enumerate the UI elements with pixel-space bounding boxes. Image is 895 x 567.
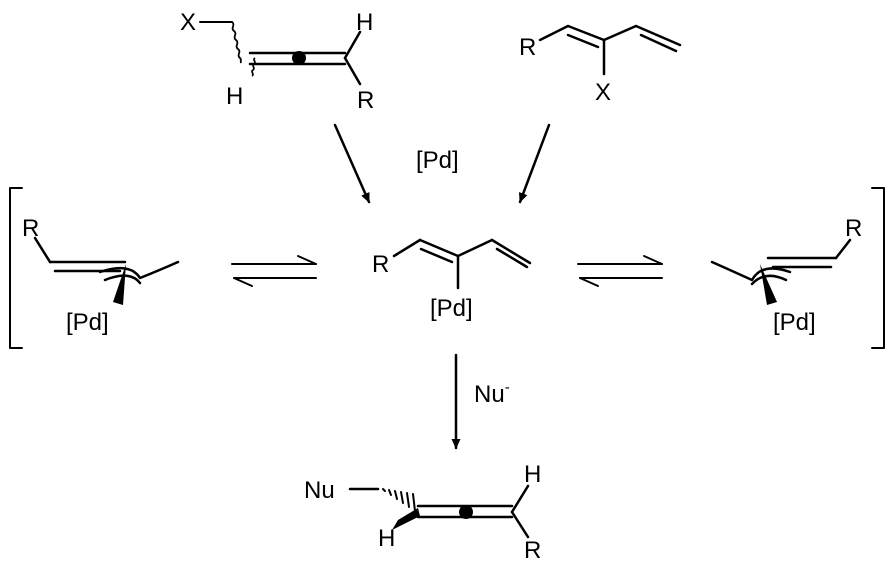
allene-r-label: R xyxy=(357,87,374,114)
right-r-label: R xyxy=(845,215,862,242)
equilibrium-arrows-right xyxy=(577,255,663,287)
arrow-from-allene xyxy=(333,123,371,204)
wavy-bond xyxy=(251,57,256,77)
product-h-bottom-label: H xyxy=(378,525,395,552)
center-complex: R [Pd] xyxy=(372,238,532,322)
reactant-allene: X H H R xyxy=(180,9,374,114)
product-nu-label: Nu xyxy=(304,477,335,504)
diene-x-label: X xyxy=(595,79,611,106)
central-carbon-dot xyxy=(292,51,306,65)
reactant-diene: R X xyxy=(519,24,682,106)
hashed-bond xyxy=(382,488,416,512)
left-complex: R [Pd] xyxy=(22,215,180,336)
left-r-label: R xyxy=(22,215,39,242)
wedge-bond xyxy=(392,508,420,530)
arrow-from-diene xyxy=(518,123,551,204)
central-carbon-dot xyxy=(459,505,473,519)
right-pd-label: [Pd] xyxy=(773,309,816,336)
wedge-bond xyxy=(113,264,126,305)
wedge-bond xyxy=(760,264,777,305)
allyl-curve xyxy=(103,274,142,285)
allene-x-label: X xyxy=(180,9,196,36)
left-pd-label: [Pd] xyxy=(66,309,109,336)
nucleophile-label: Nu- xyxy=(474,379,510,408)
product-r-label: R xyxy=(524,537,541,564)
product-allene: Nu H H R xyxy=(304,461,541,564)
allene-h-bottom-label: H xyxy=(226,83,243,110)
equilibrium-arrows-left xyxy=(231,255,317,287)
allyl-curve xyxy=(750,274,788,286)
left-bracket xyxy=(9,187,23,349)
allene-h-top-label: H xyxy=(356,9,373,36)
center-r-label: R xyxy=(372,251,389,278)
allyl-curve xyxy=(710,260,792,282)
diene-r-label: R xyxy=(519,34,536,61)
allyl-curve xyxy=(98,260,180,280)
right-complex: R [Pd] xyxy=(710,215,862,336)
right-bracket xyxy=(871,187,885,349)
product-h-top-label: H xyxy=(524,461,541,488)
wavy-bond xyxy=(231,21,242,64)
catalyst-label: [Pd] xyxy=(416,147,459,174)
center-pd-label: [Pd] xyxy=(430,295,473,322)
